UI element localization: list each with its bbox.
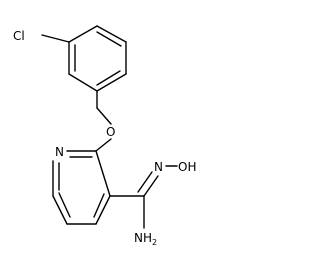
ch2-o-bond — [96, 107, 112, 125]
amine-n-text: NH — [134, 231, 152, 245]
pyridine-ring — [52, 150, 111, 225]
pyridine-nitrogen-label: N — [55, 145, 64, 159]
c-n-double-bond-b — [137, 171, 153, 193]
ether-oxygen-label: O — [106, 125, 115, 139]
c-cl-bond — [41, 34, 70, 43]
oxime-nitrogen-label: N — [154, 160, 163, 174]
o-pyridine-bond — [95, 138, 112, 152]
benzene-ring — [68, 25, 127, 92]
hydroxyl-label: OH — [178, 160, 196, 174]
chlorine-label: Cl — [13, 29, 25, 43]
c-n-double-bond-a — [143, 175, 159, 197]
amine-label: NH2 — [134, 231, 157, 247]
structure-diagram: Cl O N N OH NH2 — [13, 25, 196, 247]
amine-subscript: 2 — [152, 238, 157, 247]
